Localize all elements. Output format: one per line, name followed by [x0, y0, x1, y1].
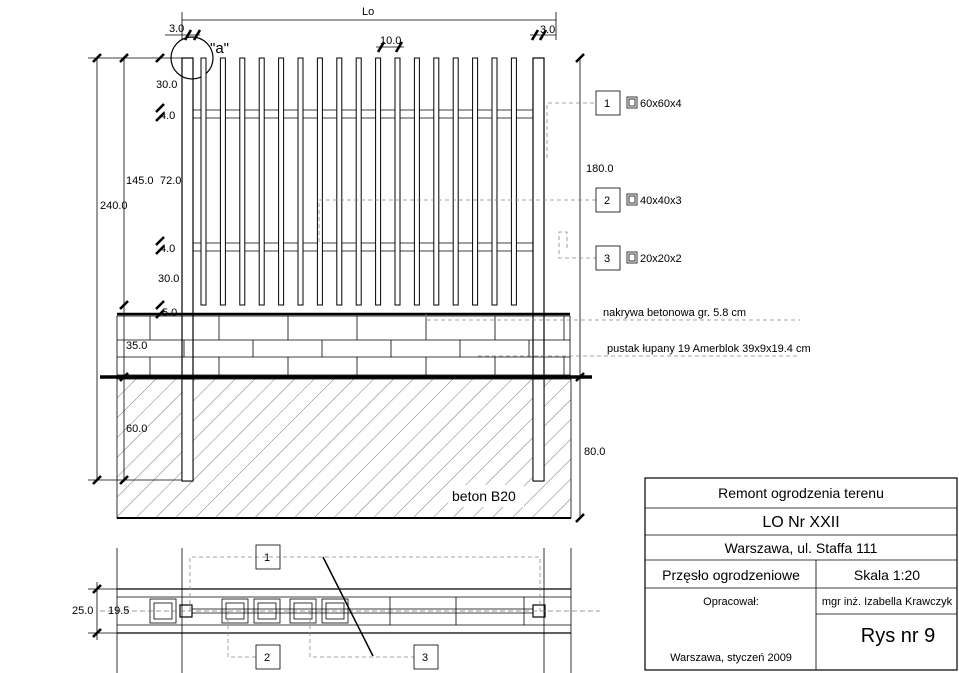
dim-4-bottom: 4.0 [160, 243, 175, 255]
foundation: beton B20 [116, 378, 572, 519]
profile-2-icon [626, 193, 638, 206]
dim-72: 72.0 [160, 175, 181, 187]
right-dimensions: 180.0 80.0 [575, 53, 614, 523]
tb-date: Warszawa, styczeń 2009 [670, 652, 792, 664]
fence-bar [297, 57, 304, 306]
fence-bar [316, 57, 323, 306]
tb-scale: Skala 1:20 [854, 567, 920, 583]
plan-label-1: 1 [264, 552, 270, 564]
dim-240: 240.0 [100, 200, 128, 212]
dim-145: 145.0 [126, 175, 154, 187]
tb-title: Remont ogrodzenia terenu [718, 485, 884, 501]
fence-bar [394, 57, 401, 306]
tb-drawing-name: Przęsło ogrodzeniowe [662, 567, 800, 583]
legend-1-profile: 60x60x4 [640, 98, 682, 110]
fence-bar [258, 57, 265, 306]
fence-bar [278, 57, 285, 306]
legend-2-profile: 40x40x3 [640, 195, 682, 207]
dim-35: 35.0 [126, 340, 147, 352]
dim-right-offset: 3.0 [540, 24, 555, 36]
detail-a-label: "a" [210, 40, 229, 57]
tb-school: LO Nr XXII [762, 514, 839, 531]
fence-bar [413, 57, 420, 306]
tb-sheet: Rys nr 9 [861, 625, 935, 647]
dim-60: 60.0 [126, 423, 147, 435]
fence-bar [336, 57, 343, 306]
top-dimension: Lo 3.0 3.0 10.0 "a" [165, 6, 557, 80]
fence-bar [200, 57, 207, 306]
legend-1-num: 1 [604, 98, 610, 110]
fence-bar [433, 57, 440, 306]
fence-bar [510, 57, 517, 306]
plan-label-2: 2 [264, 652, 270, 664]
dim-left-offset: 3.0 [169, 23, 184, 35]
wall-bricks [149, 316, 565, 375]
coping-label: nakrywa betonowa gr. 5.8 cm [603, 307, 746, 319]
blocks-label: pustak łupany 19 Amerblok 39x9x19.4 cm [607, 343, 811, 355]
dim-25: 25.0 [72, 605, 93, 617]
fence-bar [472, 57, 479, 306]
left-dimensions: 240.0 145.0 30.0 4.0 72.0 4.0 30.0 5.0 3… [88, 53, 182, 485]
concrete-label: beton B20 [452, 488, 516, 504]
title-block: Remont ogrodzenia terenu LO Nr XXII Wars… [644, 477, 958, 671]
vertical-bars [200, 57, 517, 306]
tb-author: mgr inż. Izabella Krawczyk [822, 596, 953, 608]
dim-80: 80.0 [584, 446, 605, 458]
tb-prepared-label: Opracował: [703, 596, 759, 608]
fence-bar [375, 57, 382, 306]
fence-bar [219, 57, 226, 306]
fence-bar [452, 57, 459, 306]
tb-address: Warszawa, ul. Staffa 111 [725, 540, 878, 556]
dim-180: 180.0 [586, 163, 614, 175]
profile-legend: 1 60x60x4 2 40x40x3 3 20x20x2 nakrywa be… [595, 90, 811, 355]
profile-1-icon [626, 96, 638, 109]
dim-lo: Lo [362, 6, 374, 18]
legend-2-num: 2 [604, 195, 610, 207]
block-wall [100, 312, 592, 379]
profile-3-icon [626, 251, 638, 264]
plan-label-3: 3 [422, 652, 428, 664]
dim-5: 5.0 [162, 307, 177, 319]
fence-bar [239, 57, 246, 306]
dim-4-top: 4.0 [160, 110, 175, 122]
dim-30-bottom: 30.0 [158, 273, 179, 285]
legend-leaders [318, 102, 800, 357]
plan-view: 1 2 3 25.0 19.5 [72, 544, 600, 673]
legend-3-num: 3 [604, 253, 610, 265]
dim-19-5: 19.5 [108, 605, 129, 617]
fence-bar [491, 57, 498, 306]
dim-bar-spacing: 10.0 [380, 35, 401, 47]
fence-bar [355, 57, 362, 306]
legend-3-profile: 20x20x2 [640, 253, 682, 265]
dim-30-top: 30.0 [156, 79, 177, 91]
